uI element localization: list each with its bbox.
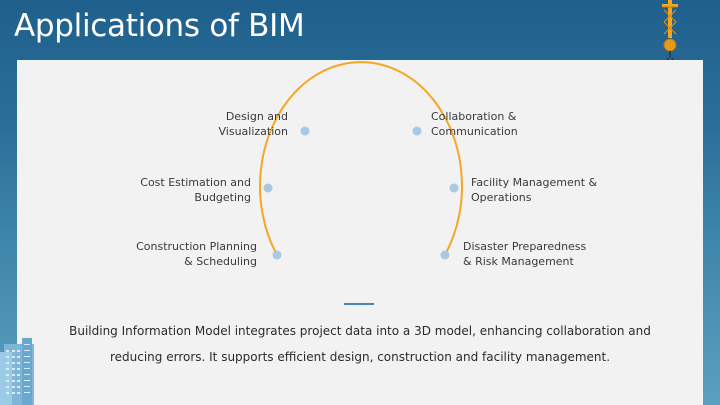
label-collaboration-communication: Collaboration & Communication	[431, 110, 518, 138]
label-construction-planning: Construction Planning & Scheduling	[136, 240, 257, 268]
content-panel: Design and Visualization Cost Estimation…	[17, 60, 703, 405]
arc-dot-disaster	[440, 250, 450, 260]
arc-dot-facility	[449, 183, 459, 193]
bim-arc-diagram	[259, 61, 463, 260]
section-divider	[344, 303, 374, 305]
arc-path	[259, 61, 463, 256]
bim-description: Building Information Model integrates pr…	[40, 318, 680, 370]
arc-dot-collaboration	[412, 126, 422, 136]
description-line-2: reducing errors. It supports efficient d…	[109, 350, 611, 364]
label-design-visualization: Design and Visualization	[218, 110, 288, 138]
slide-title: Applications of BIM	[14, 8, 305, 44]
label-cost-estimation: Cost Estimation and Budgeting	[140, 176, 251, 204]
arc-dot-construction	[272, 250, 282, 260]
description-line-1: Building Information Model integrates pr…	[69, 324, 651, 338]
label-facility-management: Facility Management & Operations	[471, 176, 598, 204]
crane-icon	[662, 0, 678, 62]
arc-dot-cost	[263, 183, 273, 193]
building-icon	[0, 338, 34, 405]
arc-dot-design	[300, 126, 310, 136]
label-disaster-preparedness: Disaster Preparedness & Risk Management	[463, 240, 587, 268]
